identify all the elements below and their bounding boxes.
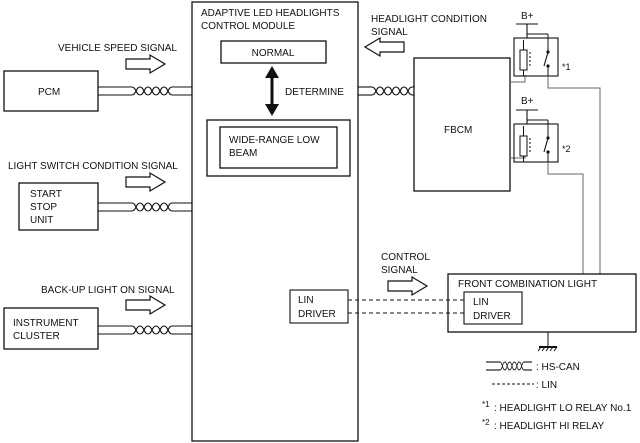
module-lin-driver-line2: DRIVER [298,309,336,320]
flight-lin-driver-line1: LIN [473,297,489,308]
cluster-can-bus [98,325,192,335]
legend-lin: : LIN [536,380,557,391]
module-lin-driver-box: LIN DRIVER [289,289,349,324]
ssu-label-line2: STOP [30,202,57,213]
normal-box: NORMAL [220,40,327,64]
light-switch-signal-label: LIGHT SWITCH CONDITION SIGNAL [8,161,178,172]
b-plus-2-label: B+ [521,96,534,107]
hs-can-legend-symbol [486,361,532,371]
determine-label: DETERMINE [285,87,344,98]
control-signal-line2: SIGNAL [381,265,418,276]
wide-range-low-beam-box: WIDE-RANGE LOW BEAM [206,119,351,177]
pcm-label: PCM [38,87,60,98]
fbcm-can-bus [358,86,414,96]
headlight-hi-relay: B+ *2 [513,96,571,163]
vehicle-speed-signal-label: VEHICLE SPEED SIGNAL [58,43,177,54]
pcm-can-bus [98,86,192,96]
instrument-cluster-box: INSTRUMENT CLUSTER [3,307,99,350]
headlight-condition-signal-line1: HEADLIGHT CONDITION [371,14,487,25]
relay-1-mark: *1 [562,62,571,72]
determine-arrow: DETERMINE [265,66,344,116]
pcm-box: PCM [3,70,99,112]
backup-light-signal-label: BACK-UP LIGHT ON SIGNAL [41,285,175,296]
legend-note1-text: : HEADLIGHT LO RELAY No.1 [494,403,632,414]
ssu-can-bus [98,202,192,212]
module-title-line2: CONTROL MODULE [201,21,295,32]
cluster-label-line2: CLUSTER [13,331,60,342]
legend-note1-mark: *1 [482,400,490,409]
b-plus-1-label: B+ [521,11,534,22]
control-signal-line1: CONTROL [381,252,430,263]
front-combination-light-label: FRONT COMBINATION LIGHT [458,279,597,290]
relay-2-mark: *2 [562,144,571,154]
lin-bus [348,299,464,314]
vehicle-speed-signal-arrow [125,53,167,75]
ssu-label-line1: START [30,189,62,200]
headlight-condition-signal-line2: SIGNAL [371,27,408,38]
control-signal-arrow [387,275,429,297]
adaptive-led-headlights-control-module: ADAPTIVE LED HEADLIGHTS CONTROL MODULE [191,1,359,442]
fbcm-label: FBCM [444,125,472,136]
ssu-label-line3: UNIT [30,215,53,226]
module-title-line1: ADAPTIVE LED HEADLIGHTS [201,8,340,19]
cluster-label-line1: INSTRUMENT [13,318,79,329]
fbcm-box: FBCM [413,57,511,192]
headlight-lo-relay-1: B+ *1 [513,11,571,77]
legend-note2-mark: *2 [482,418,490,427]
flight-lin-driver-box: LIN DRIVER [463,291,523,325]
backup-light-signal-arrow [125,294,167,316]
ground-icon [537,332,558,352]
legend-note2-text: : HEADLIGHT HI RELAY [494,421,605,432]
relay-output-wires [547,76,601,274]
start-stop-unit-box: START STOP UNIT [18,182,99,231]
front-combination-light-box: FRONT COMBINATION LIGHT [447,273,637,333]
wide-range-label-line1: WIDE-RANGE LOW [229,135,320,146]
wide-range-label-line2: BEAM [229,148,257,159]
headlight-condition-signal-arrow [363,36,405,58]
module-lin-driver-line1: LIN [298,295,314,306]
light-switch-signal-arrow [125,171,167,193]
flight-lin-driver-line2: DRIVER [473,311,511,322]
normal-label: NORMAL [252,48,295,59]
legend-hs-can: : HS-CAN [536,362,580,373]
legend: : HS-CAN : LIN *1 : HEADLIGHT LO RELAY N… [482,361,632,432]
